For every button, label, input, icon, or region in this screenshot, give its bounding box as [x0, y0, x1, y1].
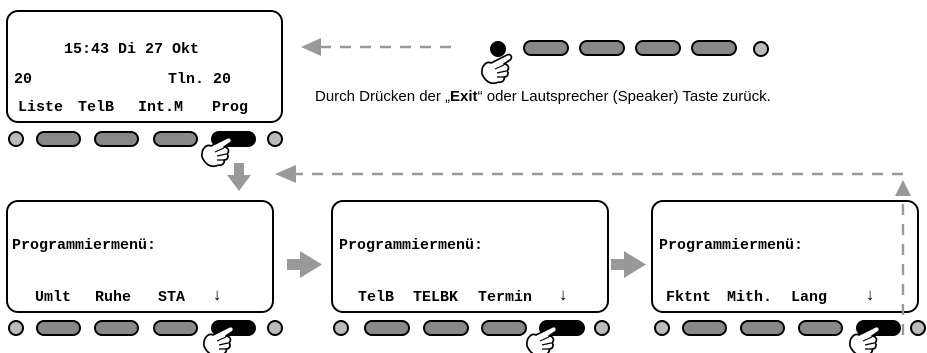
menu-screen-2: Programmiermenü: TelB TELBK Termin ↓: [331, 200, 609, 313]
softkey-row-main: [8, 131, 283, 168]
softkey-row-menu-1: [8, 320, 283, 353]
menu-screen-3: Programmiermenü: Fktnt Mith. Lang ↓: [651, 200, 919, 313]
softkey-label-termin: Termin: [478, 289, 533, 306]
menu-screen-1: Programmiermenü: Umlt Ruhe STA ↓: [6, 200, 274, 313]
softkey-label-telb: TelB: [358, 289, 395, 306]
softkey-label-liste: Liste: [18, 99, 64, 116]
menu-title: Programmiermenü:: [12, 237, 157, 254]
dashed-arrow-left-icon: [301, 38, 460, 56]
softkey-label-mith: Mith.: [727, 289, 773, 306]
arrow-right-icon: [287, 251, 322, 278]
softkey-label-telbk: TELBK: [413, 289, 459, 306]
display-station-number: Tln. 20: [168, 71, 232, 88]
exit-button[interactable]: [490, 41, 506, 57]
softkey-label-prog: Prog: [212, 99, 249, 116]
softkey-label-telb: TelB: [78, 99, 115, 116]
exit-instruction-before: Durch Drücken der „: [315, 88, 451, 105]
display-extension: 20: [14, 71, 33, 88]
softkey-label-fktnt: Fktnt: [666, 289, 712, 306]
softkey-label-ruhe: Ruhe: [95, 289, 132, 306]
softkey-label-umlt: Umlt: [35, 289, 72, 306]
exit-key-label: Exit: [450, 88, 478, 105]
arrow-down-icon: [227, 163, 251, 191]
softkey-label-int-m: Int.M: [138, 99, 184, 116]
more-arrow-icon: ↓: [865, 287, 876, 306]
softkey-label-sta: STA: [158, 289, 186, 306]
main-display: 15:43 Di 27 Okt 20 Tln. 20 Liste TelB In…: [6, 10, 283, 123]
softkey-label-lang: Lang: [791, 289, 828, 306]
display-date-time: 15:43 Di 27 Okt: [64, 41, 200, 58]
exit-instruction: Durch Drücken der „Exit“ oder Lautsprech…: [315, 88, 771, 105]
menu-title: Programmiermenü:: [339, 237, 484, 254]
softkey-row-menu-3: [654, 320, 926, 353]
hand-pointer-icon: [481, 53, 513, 85]
softkey-row-menu-2: [333, 320, 610, 353]
more-arrow-icon: ↓: [212, 287, 223, 306]
exit-instruction-after: “ oder Lautsprecher (Speaker) Taste zurü…: [477, 88, 771, 105]
arrow-right-icon: [611, 251, 646, 278]
menu-title: Programmiermenü:: [659, 237, 804, 254]
more-arrow-icon: ↓: [558, 287, 569, 306]
exit-key-row: [481, 40, 769, 85]
dashed-return-arrow: [275, 165, 911, 335]
